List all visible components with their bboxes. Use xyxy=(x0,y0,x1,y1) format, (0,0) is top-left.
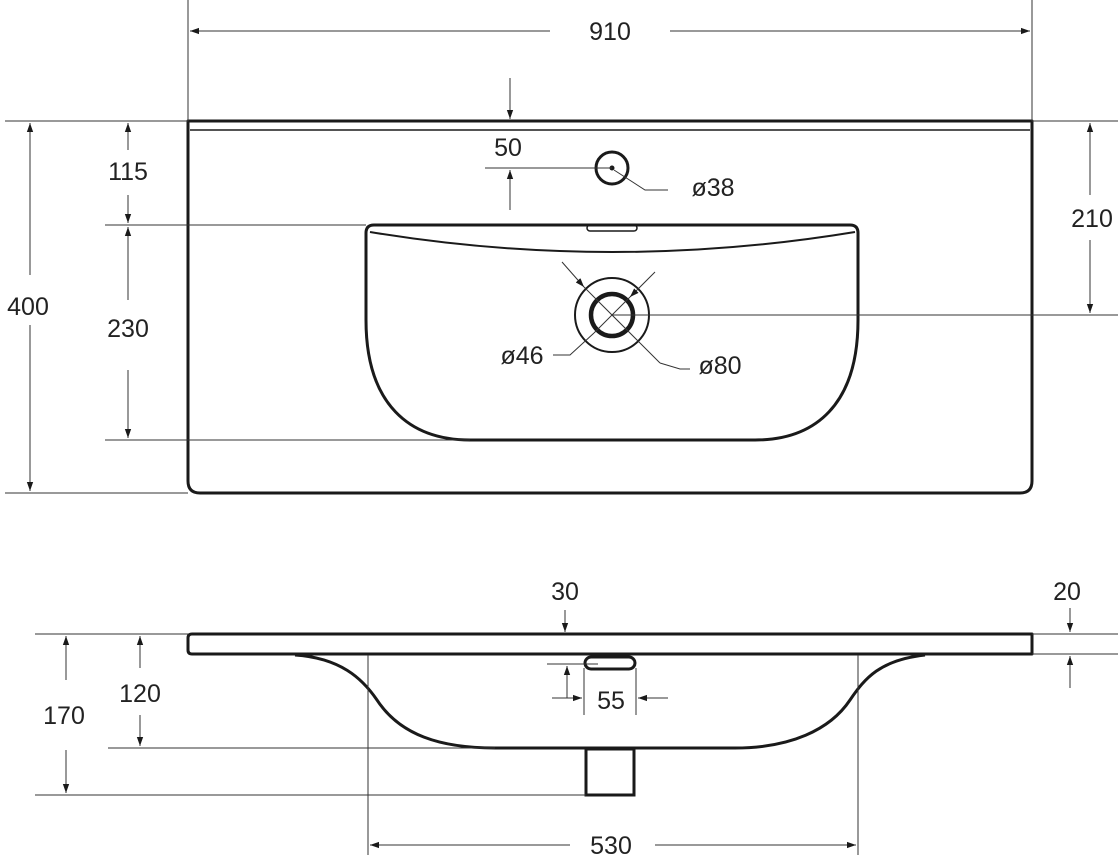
dim-overflow-width: 55 xyxy=(597,687,625,715)
bowl-rim-curve xyxy=(369,231,856,253)
dim-tap-hole-diameter: ø38 xyxy=(691,174,734,202)
dim-overall-width: 910 xyxy=(589,18,631,46)
dim-bowl-depth: 230 xyxy=(107,315,149,343)
dim-tap-hole-offset: 50 xyxy=(494,134,522,162)
dim-bowl-width: 530 xyxy=(590,832,632,855)
dim-overall-depth: 400 xyxy=(7,293,49,321)
dim-slab-thickness: 20 xyxy=(1053,578,1081,606)
countertop-outline xyxy=(186,119,1034,495)
dim-top-offset: 30 xyxy=(551,578,579,606)
drain-pipe xyxy=(584,747,636,797)
dim-bowl-front-offset: 115 xyxy=(108,158,148,186)
dim-bowl-height: 120 xyxy=(119,680,161,708)
bowl-outline xyxy=(364,223,860,442)
slab-outline xyxy=(186,632,1034,656)
top-view: 910 400 115 230 50 ø38 210 xyxy=(5,0,1118,495)
dim-drain-offset: 210 xyxy=(1071,205,1113,233)
overflow-slot-side xyxy=(583,655,637,671)
dim-drain-outer-diameter: ø80 xyxy=(698,352,741,380)
overflow-slot xyxy=(586,224,638,232)
dim-total-height: 170 xyxy=(43,702,85,730)
dim-drain-inner-diameter: ø46 xyxy=(500,342,543,370)
side-view: 30 20 170 120 55 530 xyxy=(35,578,1118,855)
